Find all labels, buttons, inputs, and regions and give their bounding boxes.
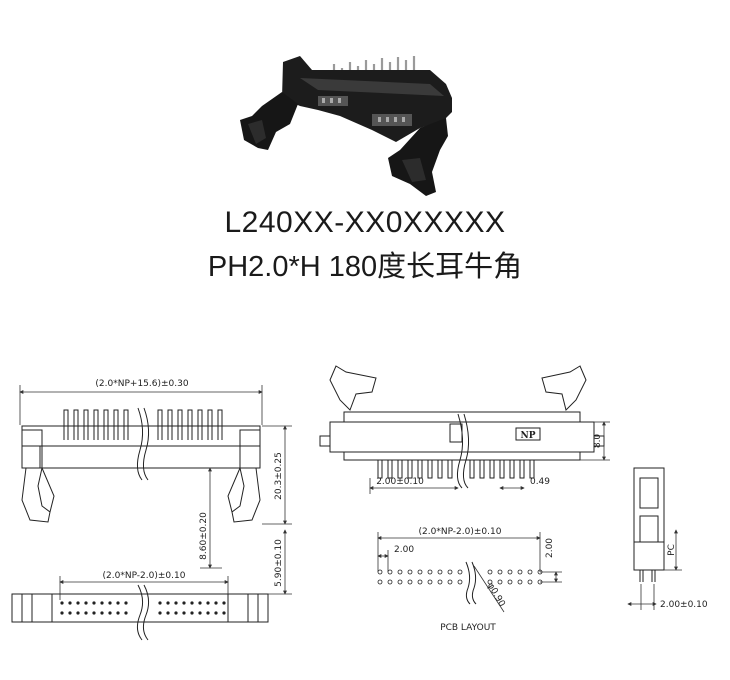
np-mark: NP <box>521 431 536 441</box>
side-view-drawing <box>319 365 610 494</box>
part-number-title: L240XX-XX0XXXXX <box>224 206 506 239</box>
dim-pcb-row-spacing: 2.00 <box>545 538 555 558</box>
dim-overall-width: (2.0*NP+15.6)±0.30 <box>95 379 188 389</box>
dim-bottom-pitch-span: (2.0*NP-2.0)±0.10 <box>103 571 186 581</box>
front-view-drawing <box>11 385 292 641</box>
dim-height-mid: 8.60±0.20 <box>199 512 209 560</box>
dim-hole-dia: φ0.90 <box>485 581 507 609</box>
part-description-title: PH2.0*H 180度长耳牛角 <box>207 251 523 283</box>
dim-pcb-pitch: 2.00 <box>394 545 414 555</box>
dim-end-pc: PC <box>667 544 677 556</box>
dim-pin-width: 0.49 <box>530 477 550 487</box>
connector-3d-render <box>240 56 452 196</box>
dim-end-pitch: 2.00±0.10 <box>660 600 708 610</box>
pcb-layout-label: PCB LAYOUT <box>440 623 496 633</box>
dim-side-height: 8.0 <box>593 434 603 449</box>
dim-base-height: 5.90±0.10 <box>274 539 284 587</box>
dim-height-total: 20.3±0.25 <box>274 452 284 500</box>
pcb-layout-drawing <box>377 532 562 613</box>
dim-pcb-span: (2.0*NP-2.0)±0.10 <box>419 527 502 537</box>
dim-side-pitch: 2.00±0.10 <box>376 477 424 487</box>
end-view-drawing <box>627 467 682 610</box>
